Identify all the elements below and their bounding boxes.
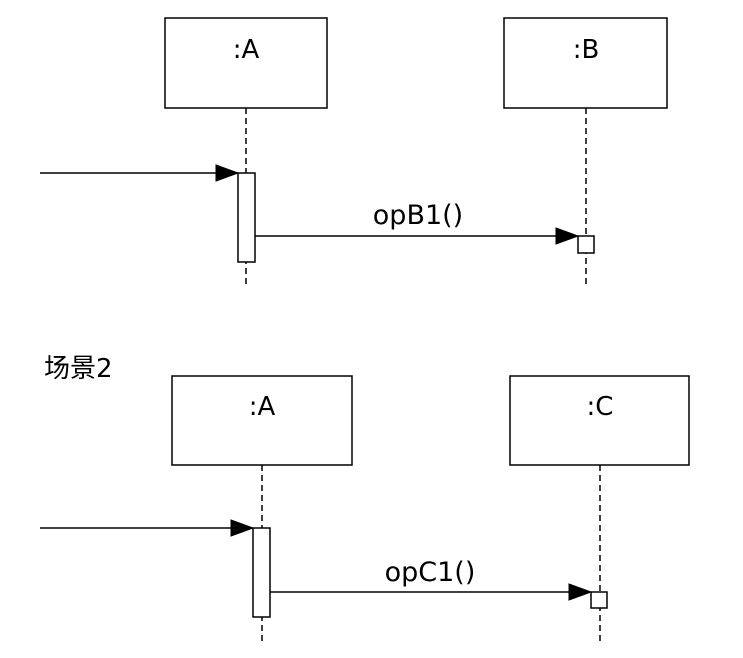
object-label-b: :B xyxy=(573,35,600,65)
activation-bar-a-2 xyxy=(252,527,271,618)
message-label-opc1: opC1() xyxy=(385,557,476,588)
incoming-arrowhead-1 xyxy=(215,164,240,182)
object-label-a-1: :A xyxy=(233,35,260,65)
activation-box-c xyxy=(590,591,608,609)
message-arrowhead-opc1 xyxy=(568,583,593,601)
activation-bar-a-1 xyxy=(237,172,256,263)
activation-box-b xyxy=(577,235,595,254)
incoming-arrowhead-2 xyxy=(230,519,255,537)
scenario-1: :A :B opB1() xyxy=(40,17,668,286)
scenario-2: 场景2 :A :C opC1() xyxy=(40,354,690,641)
object-box-b xyxy=(503,17,668,109)
object-a-2: :A xyxy=(171,375,353,466)
scenario-title: 场景2 xyxy=(44,354,113,384)
object-box-a-1 xyxy=(164,17,328,109)
object-label-a-2: :A xyxy=(249,392,276,422)
object-c: :C xyxy=(509,375,690,466)
object-label-c: :C xyxy=(587,392,614,422)
object-box-c xyxy=(509,375,690,466)
message-label-opb1: opB1() xyxy=(373,200,463,231)
object-b: :B xyxy=(503,17,668,109)
object-box-a-2 xyxy=(171,375,353,466)
message-arrowhead-opb1 xyxy=(555,227,580,245)
object-a-1: :A xyxy=(164,17,328,109)
